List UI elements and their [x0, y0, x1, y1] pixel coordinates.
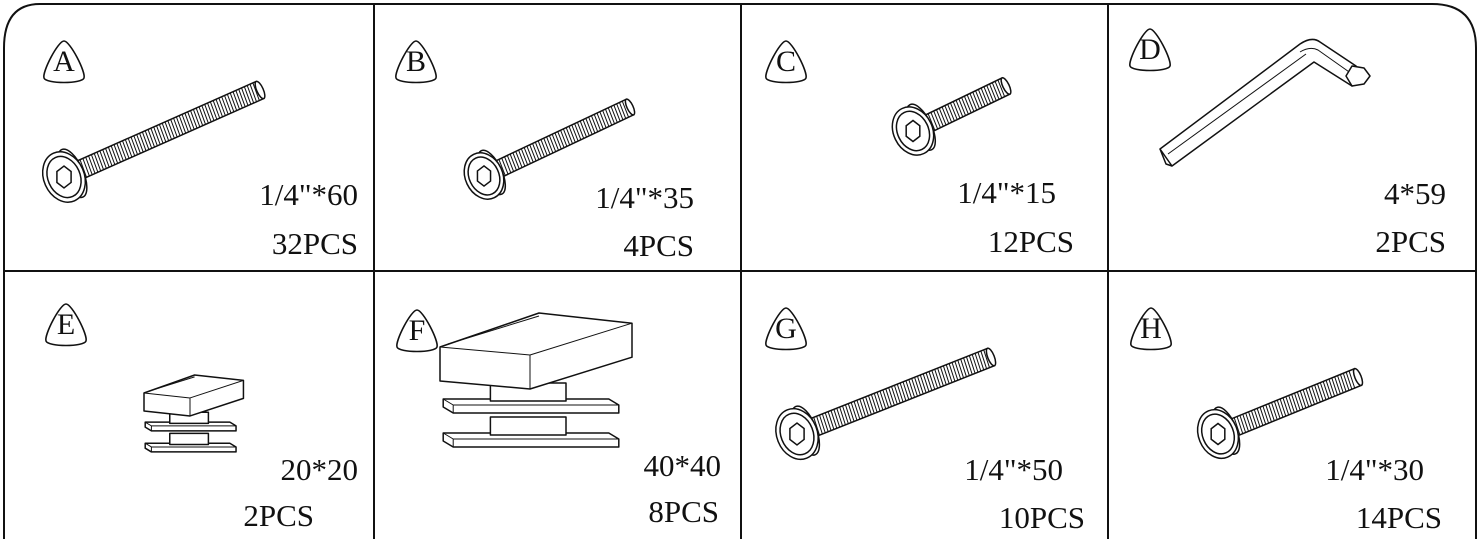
part-letter: C [775, 45, 796, 78]
part-cell-h: H 1/4"*30 14PCS [1108, 271, 1476, 539]
part-cell-f: F 40*40 8PCS [374, 271, 741, 539]
bolt-long-icon [41, 80, 266, 203]
part-cell-d: D 4*59 2PCS [1108, 4, 1476, 271]
part-size: 1/4"*30 [1325, 452, 1424, 487]
part-size: 1/4"*50 [964, 452, 1063, 487]
part-letter-badge: C [762, 38, 810, 86]
part-quantity: 12PCS [987, 224, 1074, 259]
part-cell-e: E 20*20 2PCS [4, 271, 374, 539]
part-quantity: 4PCS [623, 228, 694, 263]
part-letter-badge: A [40, 38, 88, 86]
bolt-medium-icon [463, 98, 636, 200]
part-letter: A [53, 45, 75, 78]
part-cell-a: A 1/4"*60 32PCS [4, 4, 374, 271]
part-size: 20*20 [280, 452, 359, 487]
part-cell-c: C 1/4"*15 12PCS [741, 4, 1108, 271]
part-cell-g: G 1/4"*50 10PCS [741, 271, 1108, 539]
part-size: 40*40 [643, 448, 722, 483]
part-letter-badge: F [393, 307, 441, 355]
part-size: 1/4"*35 [595, 180, 694, 215]
part-letter: G [775, 312, 797, 345]
bolt-short-icon [891, 76, 1012, 156]
part-quantity: 2PCS [1375, 224, 1446, 259]
part-size: 1/4"*60 [259, 177, 358, 212]
part-size: 1/4"*15 [957, 175, 1056, 210]
part-letter-badge: E [42, 301, 90, 349]
part-quantity: 8PCS [648, 494, 719, 529]
part-quantity: 14PCS [1355, 500, 1442, 535]
part-letter: F [408, 314, 426, 347]
part-quantity: 10PCS [998, 500, 1085, 535]
part-letter-badge: D [1126, 26, 1174, 74]
part-letter-badge: H [1127, 305, 1175, 353]
part-letter: H [1140, 312, 1162, 345]
bolt-medium-icon [1196, 367, 1364, 460]
bolt-long-icon [775, 347, 997, 461]
part-letter: E [56, 308, 76, 341]
tube-plug-small-icon [143, 374, 245, 453]
part-size: 4*59 [1384, 176, 1446, 211]
tube-plug-large-icon [439, 312, 633, 448]
part-letter-badge: B [392, 38, 440, 86]
part-letter: D [1139, 33, 1161, 66]
part-cell-b: B 1/4"*35 4PCS [374, 4, 741, 271]
part-letter: B [405, 45, 426, 78]
part-quantity: 32PCS [271, 226, 358, 261]
part-letter-badge: G [762, 305, 810, 353]
hex-key-icon [1159, 38, 1371, 167]
part-quantity: 2PCS [243, 498, 314, 533]
